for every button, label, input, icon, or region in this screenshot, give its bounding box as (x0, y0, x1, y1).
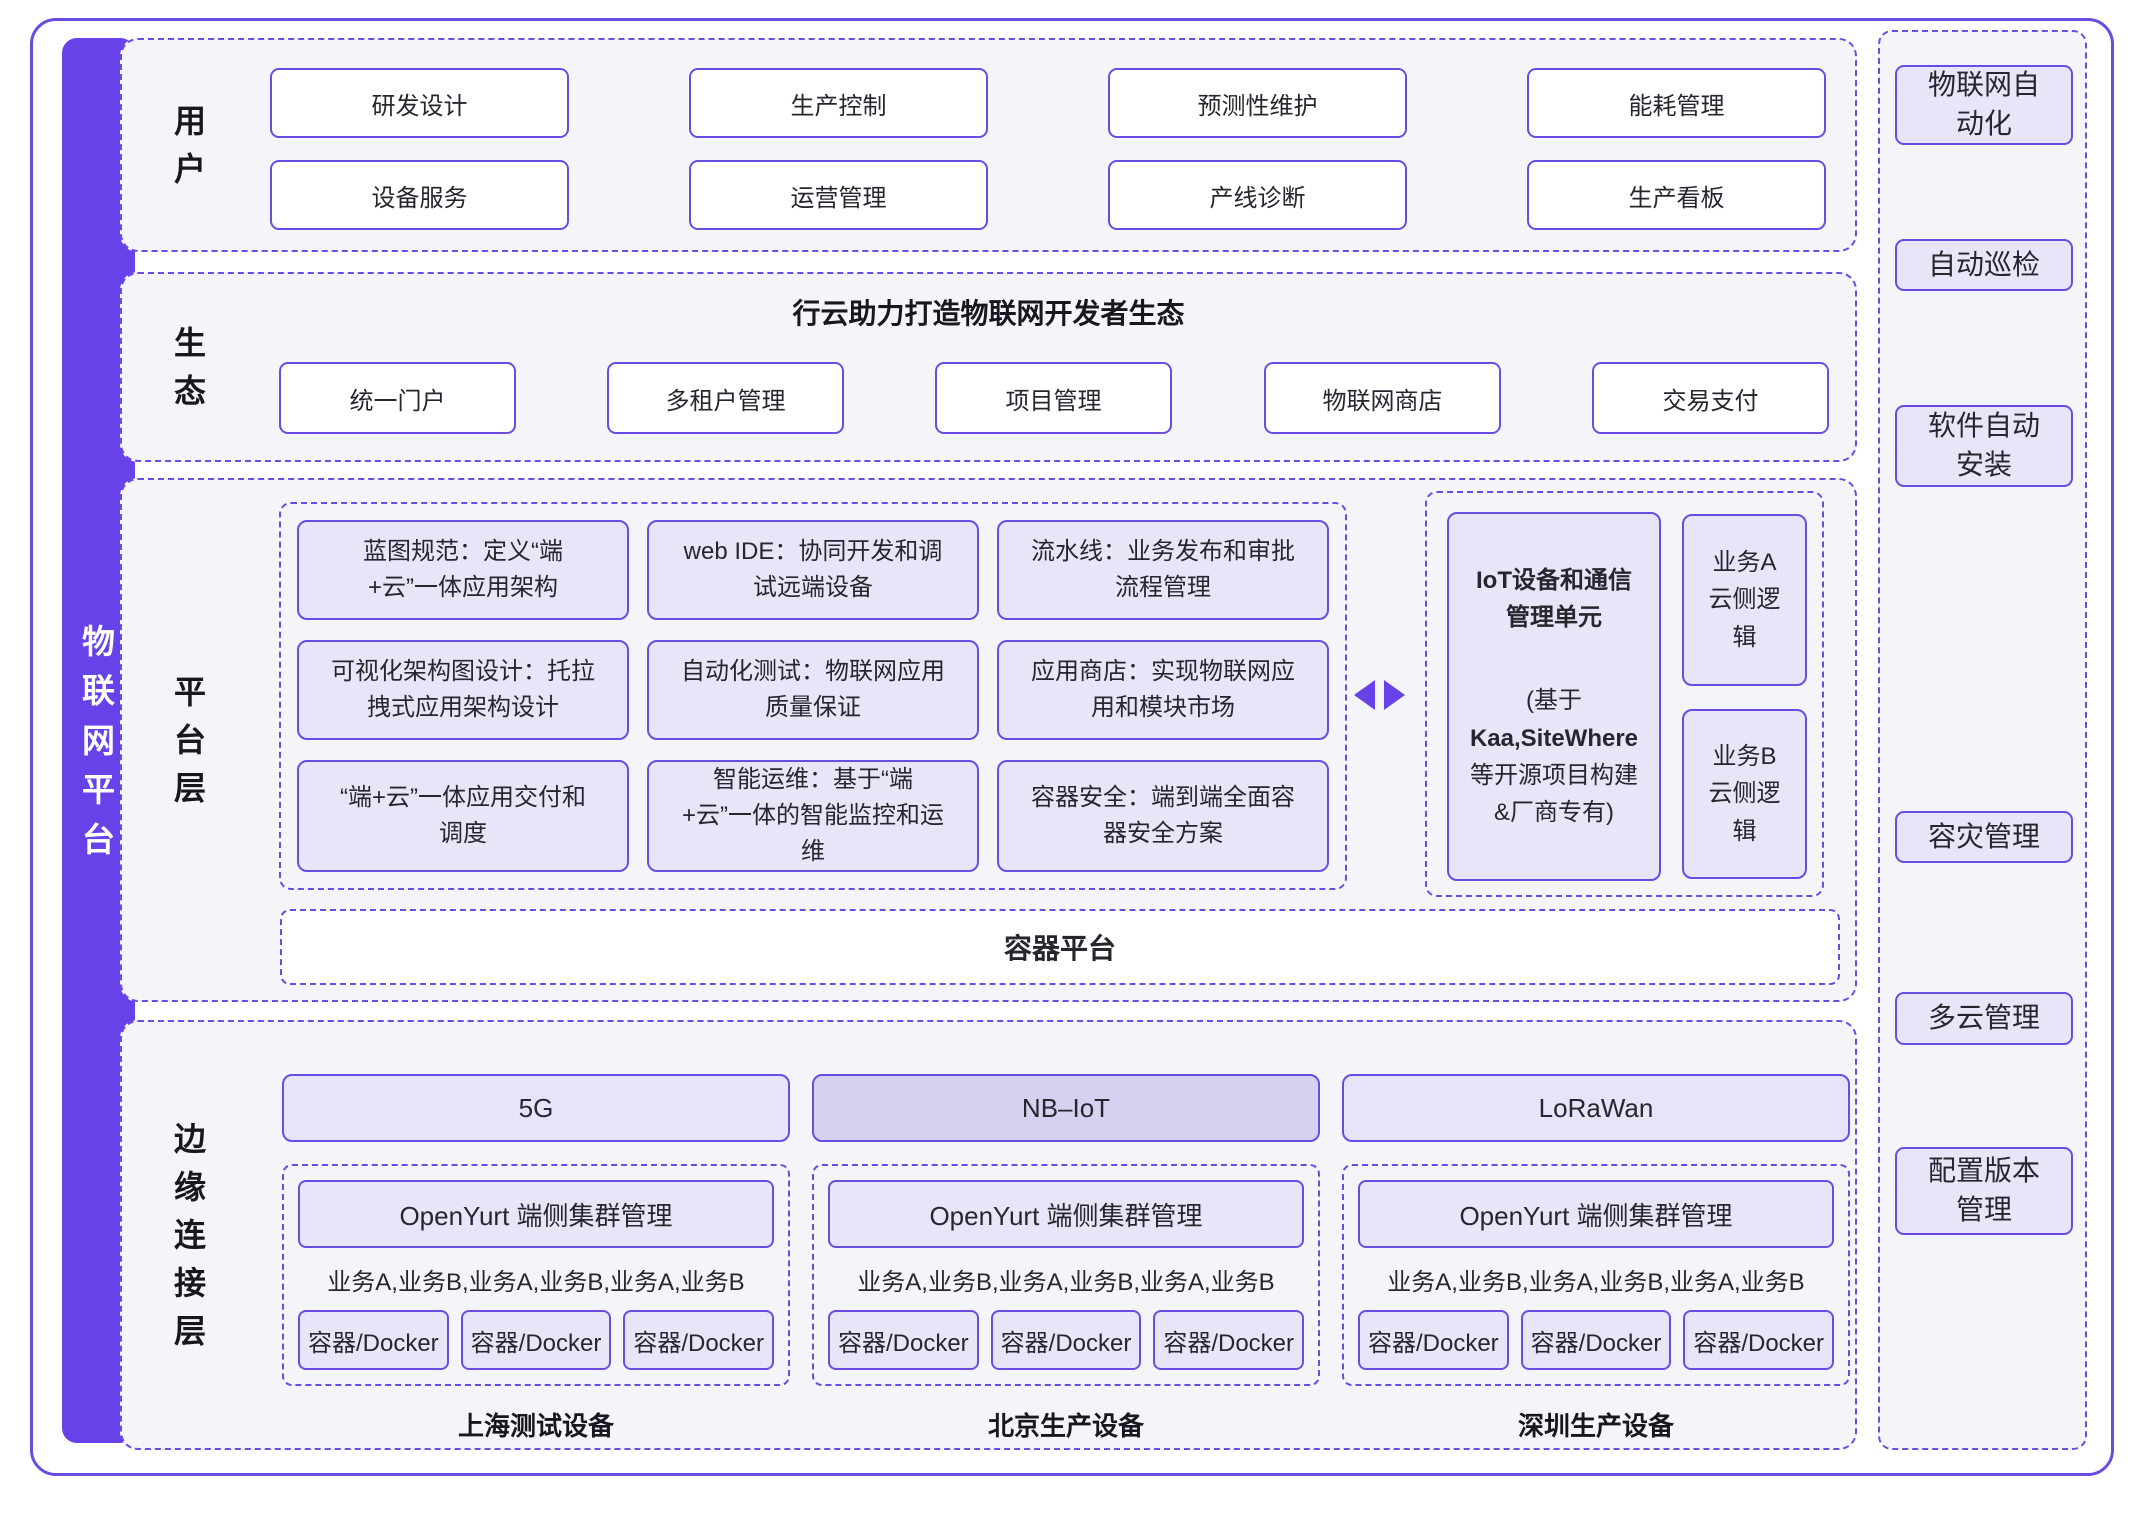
platform-capability-cell: 应用商店：实现物联网应用和模块市场 (997, 640, 1329, 740)
user-role-box: 产线诊断 (1108, 160, 1407, 230)
network-pill-5g: 5G (282, 1074, 790, 1142)
sidebar-item-multicloud: 多云管理 (1895, 992, 2073, 1045)
device-location-label: 深圳生产设备 (1517, 1411, 1674, 1441)
platform-capability-cell: 智能运维：基于“端+云”一体的智能监控和运维 (647, 760, 979, 872)
platform-capability-group: 蓝图规范：定义“端+云”一体应用架构 web IDE：协同开发和调试远端设备 流… (279, 502, 1347, 890)
services-list: 业务A,业务B,业务A,业务B,业务A,业务B (1387, 1268, 1805, 1296)
iot-management-group: IoT设备和通信管理单元 (基于 Kaa,SiteWhere 等开源项目构建&厂… (1425, 491, 1824, 897)
user-role-box: 设备服务 (270, 160, 569, 230)
section-edge: 边缘连接层 5G OpenYurt 端侧集群管理 业务A,业务B,业务A,业务B… (120, 1020, 1857, 1450)
platform-title: 物联网平台 (82, 622, 115, 858)
arrow-right-icon (1384, 680, 1405, 710)
ecosystem-box: 项目管理 (935, 362, 1172, 434)
ecosystem-box: 交易支付 (1592, 362, 1829, 434)
platform-capability-cell: 流水线：业务发布和审批流程管理 (997, 520, 1329, 620)
docker-box: 容器/Docker (1520, 1310, 1672, 1370)
edge-cluster-container: OpenYurt 端侧集群管理 业务A,业务B,业务A,业务B,业务A,业务B … (282, 1164, 790, 1386)
docker-box: 容器/Docker (460, 1310, 612, 1370)
platform-capability-cell: 自动化测试：物联网应用质量保证 (647, 640, 979, 740)
edge-column-nbiot: NB–IoT OpenYurt 端侧集群管理 业务A,业务B,业务A,业务B,业… (812, 1022, 1320, 1448)
docker-box: 容器/Docker (990, 1310, 1142, 1370)
sidebar-item-auto-inspection: 自动巡检 (1895, 239, 2073, 291)
docker-box: 容器/Docker (298, 1310, 449, 1370)
openyurt-cluster-box: OpenYurt 端侧集群管理 (298, 1180, 774, 1248)
docker-row: 容器/Docker 容器/Docker 容器/Docker (298, 1310, 775, 1370)
services-list: 业务A,业务B,业务A,业务B,业务A,业务B (857, 1268, 1275, 1296)
section-ecosystem-label: 生态 (173, 325, 206, 409)
ecosystem-box: 统一门户 (279, 362, 516, 434)
iot-device-comm-unit: IoT设备和通信管理单元 (基于 Kaa,SiteWhere 等开源项目构建&厂… (1447, 512, 1661, 881)
user-role-box: 运营管理 (689, 160, 988, 230)
edge-cluster-container: OpenYurt 端侧集群管理 业务A,业务B,业务A,业务B,业务A,业务B … (1342, 1164, 1850, 1386)
docker-box: 容器/Docker (1358, 1310, 1509, 1370)
arrow-left-icon (1354, 680, 1375, 710)
iot-unit-title: IoT设备和通信管理单元 (1476, 566, 1632, 632)
user-role-box: 能耗管理 (1527, 68, 1826, 138)
sidebar-item-disaster-recovery: 容灾管理 (1895, 811, 2073, 863)
ecosystem-title: 行云助力打造物联网开发者生态 (792, 298, 1185, 329)
user-role-box: 生产控制 (689, 68, 988, 138)
user-role-box: 预测性维护 (1108, 68, 1407, 138)
docker-row: 容器/Docker 容器/Docker 容器/Docker (1358, 1310, 1835, 1370)
docker-box: 容器/Docker (623, 1310, 775, 1370)
cloud-logic-b-box: 业务B 云侧逻辑 (1682, 709, 1807, 879)
platform-capability-cell: 容器安全：端到端全面容器安全方案 (997, 760, 1329, 872)
docker-box: 容器/Docker (1153, 1310, 1305, 1370)
section-edge-label: 边缘连接层 (173, 1121, 206, 1349)
ecosystem-box: 多租户管理 (607, 362, 844, 434)
edge-cluster-container: OpenYurt 端侧集群管理 业务A,业务B,业务A,业务B,业务A,业务B … (812, 1164, 1320, 1386)
user-role-box: 生产看板 (1527, 160, 1826, 230)
user-role-box: 研发设计 (270, 68, 569, 138)
device-location-label: 北京生产设备 (987, 1411, 1144, 1441)
section-users-label: 用户 (173, 103, 206, 187)
openyurt-cluster-box: OpenYurt 端侧集群管理 (1358, 1180, 1834, 1248)
docker-box: 容器/Docker (1683, 1310, 1835, 1370)
sidebar-item-auto-install: 软件自动 安装 (1895, 405, 2073, 487)
edge-column-lorawan: LoRaWan OpenYurt 端侧集群管理 业务A,业务B,业务A,业务B,… (1342, 1022, 1850, 1448)
diagram-outer-frame (30, 18, 2114, 1476)
section-users: 用户 研发设计 生产控制 预测性维护 能耗管理 设备服务 运营管理 产线诊断 生… (120, 38, 1857, 252)
automation-sidebar: 物联网自 动化 自动巡检 软件自动 安装 容灾管理 多云管理 配置版本 管理 (1878, 30, 2087, 1450)
platform-capability-cell: “端+云”一体应用交付和调度 (297, 760, 629, 872)
ecosystem-box: 物联网商店 (1264, 362, 1501, 434)
docker-box: 容器/Docker (828, 1310, 979, 1370)
iot-unit-subtitle: (基于 Kaa,SiteWhere 等开源项目构建&厂商专有) (1469, 687, 1639, 826)
container-platform-bar: 容器平台 (280, 909, 1840, 985)
network-pill-nbiot: NB–IoT (812, 1074, 1320, 1142)
platform-capability-cell: web IDE：协同开发和调试远端设备 (647, 520, 979, 620)
edge-column-5g: 5G OpenYurt 端侧集群管理 业务A,业务B,业务A,业务B,业务A,业… (282, 1022, 790, 1448)
sidebar-item-iot-automation: 物联网自 动化 (1895, 65, 2073, 145)
network-pill-lorawan: LoRaWan (1342, 1074, 1850, 1142)
bidirectional-arrows-icon (1354, 680, 1405, 715)
docker-row: 容器/Docker 容器/Docker 容器/Docker (828, 1310, 1305, 1370)
platform-capability-cell: 可视化架构图设计：托拉拽式应用架构设计 (297, 640, 629, 740)
section-platform: 平台层 蓝图规范：定义“端+云”一体应用架构 web IDE：协同开发和调试远端… (120, 478, 1857, 1002)
section-platform-label: 平台层 (173, 674, 206, 806)
device-location-label: 上海测试设备 (457, 1411, 614, 1441)
sidebar-item-config-version: 配置版本 管理 (1895, 1147, 2073, 1235)
section-ecosystem: 生态 行云助力打造物联网开发者生态 统一门户 多租户管理 项目管理 物联网商店 … (120, 272, 1857, 462)
cloud-logic-a-box: 业务A 云侧逻辑 (1682, 514, 1807, 686)
openyurt-cluster-box: OpenYurt 端侧集群管理 (828, 1180, 1304, 1248)
services-list: 业务A,业务B,业务A,业务B,业务A,业务B (327, 1268, 745, 1296)
platform-capability-cell: 蓝图规范：定义“端+云”一体应用架构 (297, 520, 629, 620)
